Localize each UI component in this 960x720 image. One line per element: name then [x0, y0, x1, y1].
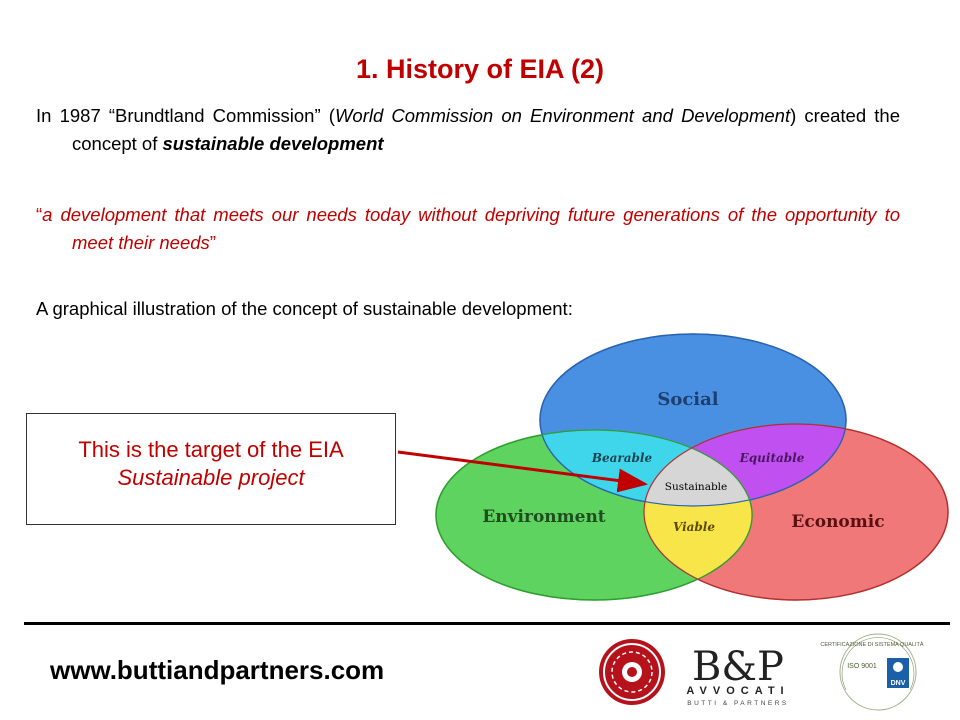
cert-iso-text: ISO 9001 [847, 663, 877, 670]
cert-dnv-text: DNV [891, 680, 906, 687]
label-bearable: Bearable [591, 451, 653, 465]
cert-text: CERTIFICAZIONE DI SISTEMA QUALITÀ [820, 641, 924, 648]
quality-certification-seal-icon [839, 633, 917, 711]
label-environment: Environment [482, 507, 605, 527]
region-sustainable [644, 430, 752, 506]
logo-bp-text: B&P [692, 644, 784, 690]
label-sustainable: Sustainable [665, 481, 728, 493]
footer-divider [24, 622, 950, 625]
quote-close: ” [209, 232, 216, 253]
callout-arrow [397, 450, 648, 493]
quote-open: “ [36, 204, 43, 225]
label-equitable: Equitable [739, 451, 805, 465]
label-viable: Viable [673, 520, 715, 534]
logo-avvocati-text: AVVOCATI [686, 685, 789, 697]
label-economic: Economic [791, 512, 884, 532]
logo-sub-text: BUTTI & PARTNERS [687, 700, 789, 707]
quote-body: a development that meets our needs today… [42, 204, 900, 253]
p1-text-bold-italic: sustainable development [162, 133, 384, 154]
callout-line-1: This is the target of the EIA [78, 437, 344, 462]
p1-text-italic: World Commission on Environment and Deve… [334, 105, 791, 126]
bp-emblem-icon [599, 639, 665, 705]
label-social: Social [657, 389, 718, 410]
footer-website-link[interactable]: www.buttiandpartners.com [50, 655, 385, 685]
paragraph-brundtland: In 1987 “Brundtland Commission” (World C… [36, 102, 900, 158]
p1-text-a: In 1987 “Brundtland Commission” ( [36, 105, 335, 126]
p1-text-c: ) created the concept of [72, 105, 900, 154]
paragraph-definition-quote: “a development that meets our needs toda… [36, 201, 900, 257]
paragraph-graphical-intro: A graphical illustration of the concept … [36, 298, 573, 319]
slide-title: 1. History of EIA (2) [355, 54, 605, 84]
callout-line-2: Sustainable project [117, 465, 305, 490]
callout-box: This is the target of the EIA Sustainabl… [26, 413, 396, 525]
